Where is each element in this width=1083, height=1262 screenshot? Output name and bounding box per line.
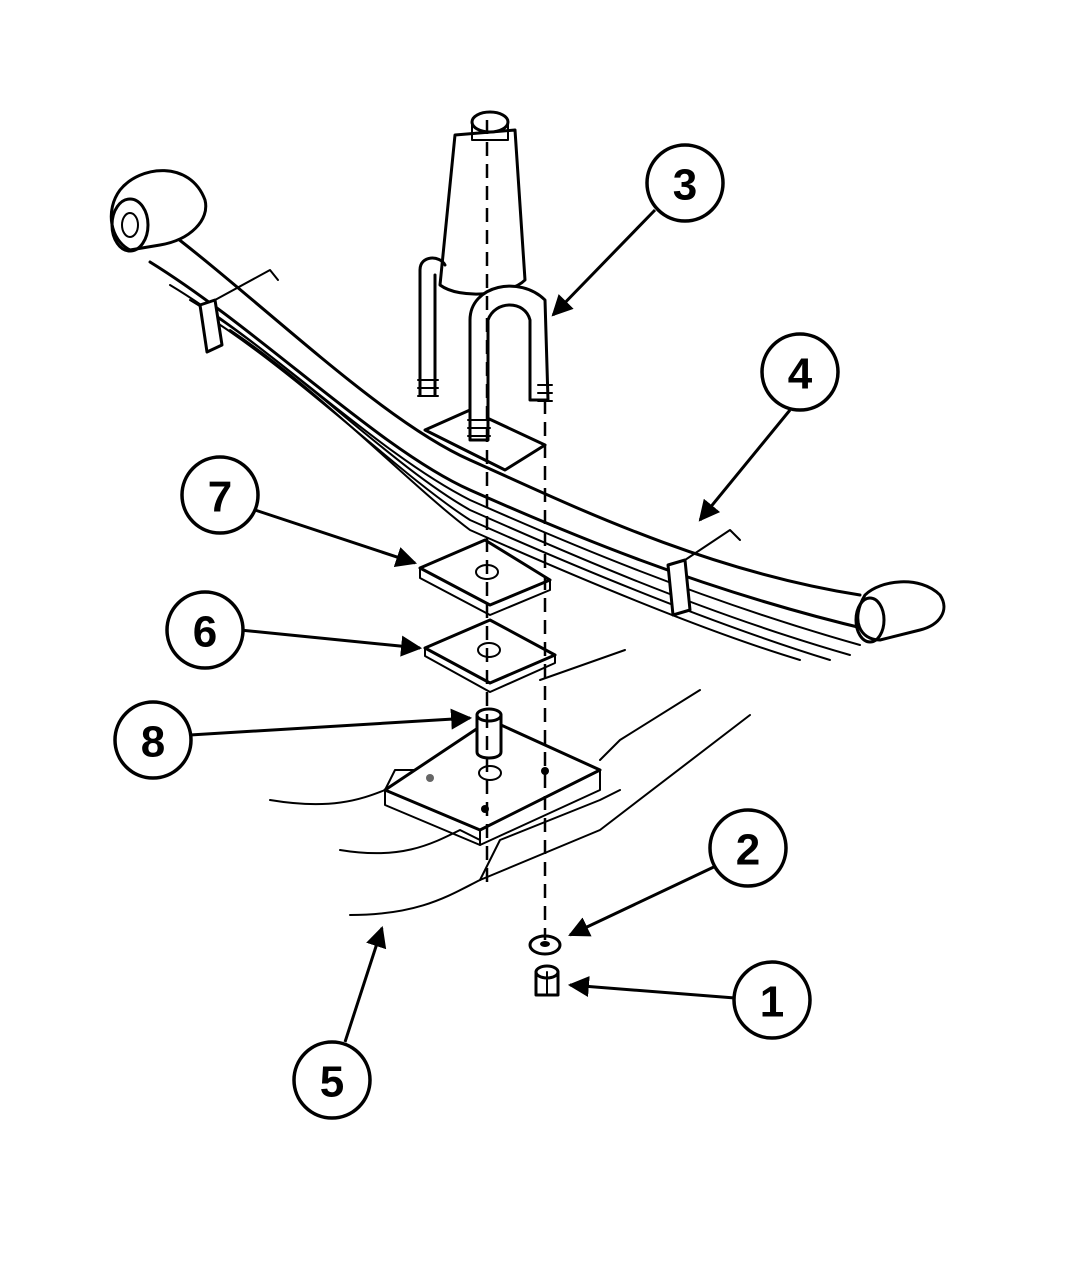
spacer-plate-7 [418, 538, 552, 616]
callout-4-label: 4 [788, 350, 813, 399]
callout-5: 5 [292, 1040, 372, 1120]
callout-8: 8 [113, 700, 193, 780]
callout-8-label: 8 [141, 718, 165, 767]
callout-3-label: 3 [673, 161, 697, 210]
callout-1-label: 1 [760, 978, 784, 1027]
callout-2-label: 2 [736, 826, 760, 875]
shim-plate-6 [423, 618, 557, 693]
nut-1 [534, 964, 560, 997]
u-bolt [417, 256, 553, 442]
callout-2: 2 [708, 808, 788, 888]
spring-post [438, 110, 527, 296]
callout-1: 1 [732, 960, 812, 1040]
callout-3: 3 [645, 143, 725, 223]
callout-6: 6 [165, 590, 245, 670]
callout-6-label: 6 [193, 608, 217, 657]
callout-7-label: 7 [208, 473, 232, 522]
center-lines [485, 120, 547, 940]
leader-lines [189, 208, 792, 1043]
callout-5-label: 5 [320, 1058, 344, 1107]
callout-7: 7 [180, 455, 260, 535]
callout-4: 4 [760, 332, 840, 412]
dowel-pin-8 [475, 707, 503, 760]
leaf-spring [109, 169, 946, 661]
